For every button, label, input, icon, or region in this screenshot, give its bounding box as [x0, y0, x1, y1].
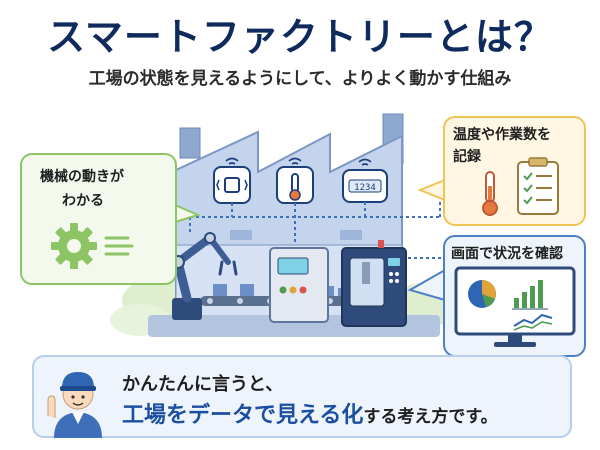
- thermometer-icon: [482, 171, 498, 216]
- page-subtitle: 工場の状態を見えるようにして、よりよく動かす仕組み: [88, 69, 512, 89]
- machine-bubble-line2: わかる: [62, 193, 104, 209]
- summary-line2: 工場をデータで見える化する考え方です。: [122, 397, 498, 429]
- record-bubble-line2: 記録: [453, 149, 481, 165]
- page-title: スマートファクトリーとは？: [47, 15, 553, 59]
- worker-avatar-icon: [47, 372, 102, 438]
- vibration-sensor-icon: [213, 157, 251, 204]
- data-connection-lines: [189, 200, 443, 259]
- cnc-machine: [341, 240, 407, 327]
- monitor-dashboard-icon: [454, 266, 576, 347]
- counter-sensor-icon: [342, 158, 388, 203]
- control-cabinet: [269, 247, 329, 323]
- summary-highlight: 工場をデータで見える化: [122, 403, 364, 428]
- summary-line1: かんたんに言うと、: [122, 374, 284, 395]
- thermometer-sensor-icon: [276, 157, 314, 204]
- counter-display-text: 1234: [354, 183, 376, 193]
- summary-rest: する考え方です。: [363, 407, 498, 427]
- machine-status-bubble: [20, 153, 177, 285]
- record-bubble: [443, 116, 586, 226]
- checklist-clipboard-icon: [517, 157, 559, 215]
- screen-bubble-line1: 画面で状況を確認: [451, 246, 563, 262]
- bubble-tail: [417, 178, 446, 202]
- machine-bubble-line1: 機械の動きが: [40, 169, 124, 185]
- record-bubble-line1: 温度や作業数を: [453, 127, 551, 143]
- robot-arm-icon: [171, 232, 238, 320]
- summary-box: [32, 355, 572, 438]
- gear-icon: [51, 223, 134, 269]
